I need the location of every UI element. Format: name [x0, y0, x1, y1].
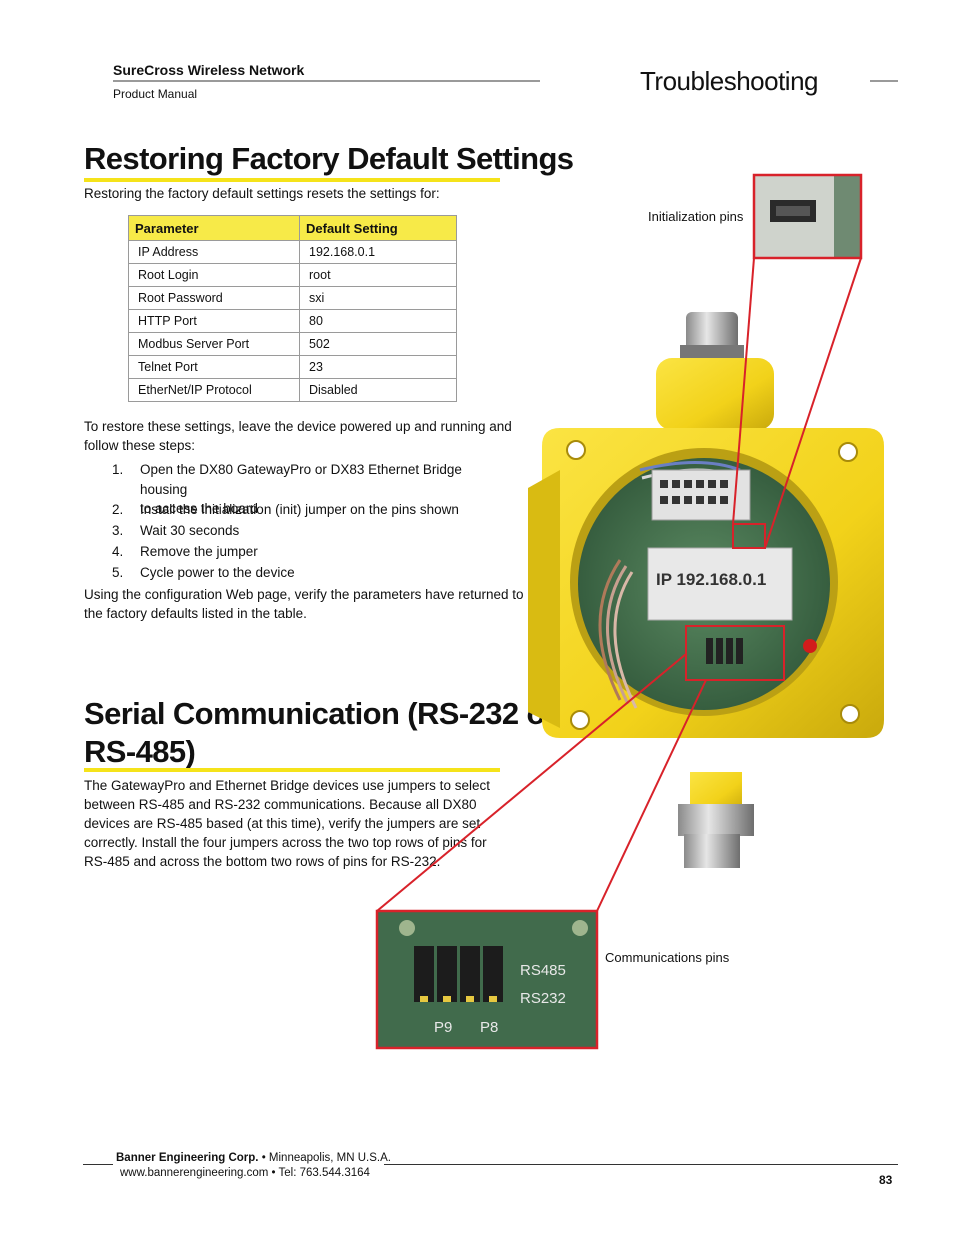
manual-subtitle: Product Manual: [113, 87, 198, 101]
table-cell: HTTP Port: [128, 309, 300, 333]
comm-pins-label: Communications pins: [605, 950, 730, 965]
footer-location: • Minneapolis, MN U.S.A.: [258, 1152, 391, 1164]
list-item: 1. Open the DX80 GatewayPro or DX83 Ethe…: [112, 460, 462, 516]
page-number: 83: [879, 1173, 893, 1187]
step-number: 1.: [112, 462, 124, 477]
list-item: 4. Remove the jumper: [112, 542, 258, 562]
housing-boss-top: [656, 358, 774, 430]
step-number: 5.: [112, 565, 124, 580]
table-header-parameter: Parameter: [128, 215, 300, 241]
section-title: Troubleshooting: [640, 66, 819, 96]
serial-line: The GatewayPro and Ethernet Bridge devic…: [84, 778, 490, 793]
list-item: 5. Cycle power to the device: [112, 563, 295, 583]
step-text-cont: to access the board: [140, 501, 258, 516]
step-text: Cycle power to the device: [140, 565, 295, 580]
heading-underline: [84, 768, 500, 772]
header-rule-right: [870, 80, 898, 82]
heading-underline: [84, 178, 500, 182]
table-cell: EtherNet/IP Protocol: [128, 378, 300, 402]
step-text: Open the DX80 GatewayPro or DX83 Etherne…: [140, 462, 462, 497]
footer-rule: [384, 1164, 898, 1165]
table-header-row: Parameter Default Setting: [128, 215, 457, 241]
ip-label: IP 192.168.0.1: [656, 570, 766, 589]
verify-paragraph-line1: Using the configuration Web page, verify…: [84, 587, 524, 602]
rs232-label: RS232: [520, 990, 566, 1007]
status-led: [803, 639, 817, 653]
mount-hole: [570, 710, 590, 730]
list-item: 2. Install the initialization (init) jum…: [112, 500, 459, 520]
list-item: 3. Wait 30 seconds: [112, 521, 239, 541]
restore-paragraph-line1: To restore these settings, leave the dev…: [84, 419, 512, 434]
header-rule: [113, 80, 540, 82]
serial-line: correctly. Install the four jumpers acro…: [84, 835, 487, 850]
table-cell: 502: [299, 332, 457, 356]
manual-title: SureCross Wireless Network: [113, 62, 305, 78]
footer-company-line: Banner Engineering Corp. • Minneapolis, …: [116, 1152, 391, 1164]
serial-line: RS-485 and across the bottom two rows of…: [84, 854, 441, 869]
table-cell: root: [299, 263, 457, 287]
init-pins-label: Initialization pins: [648, 209, 744, 224]
factory-heading: Restoring Factory Default Settings: [84, 141, 574, 176]
table-header-default: Default Setting: [299, 215, 457, 241]
step-text: Install the initialization (init) jumper…: [140, 502, 459, 517]
step-number: 3.: [112, 523, 124, 538]
comm-callout-small: [685, 625, 785, 681]
p8-label: P8: [480, 1019, 498, 1036]
factory-intro: Restoring the factory default settings r…: [84, 186, 440, 201]
mount-hole: [838, 442, 858, 462]
table-cell: 23: [299, 355, 457, 379]
serial-line: between RS-485 and RS-232 communications…: [84, 797, 477, 812]
serial-heading-line2: RS-485): [84, 734, 196, 769]
table-cell: Telnet Port: [128, 355, 300, 379]
footer-contact: www.bannerengineering.com • Tel: 763.544…: [120, 1167, 370, 1179]
table-cell: Disabled: [299, 378, 457, 402]
mount-hole: [840, 704, 860, 724]
restore-paragraph-line2: follow these steps:: [84, 438, 196, 453]
step-text: Remove the jumper: [140, 544, 258, 559]
rs485-label: RS485: [520, 962, 566, 979]
step-number: 4.: [112, 544, 124, 559]
step-text: Wait 30 seconds: [140, 523, 240, 538]
step-number: 2.: [112, 502, 124, 517]
table-cell: 192.168.0.1: [299, 240, 457, 264]
init-callout-small: [732, 523, 766, 549]
serial-heading-line1: Serial Communication (RS-232 or: [84, 696, 557, 731]
footer-company: Banner Engineering Corp.: [116, 1152, 259, 1164]
bottom-fitting: [678, 804, 754, 836]
table-cell: Root Password: [128, 286, 300, 310]
mount-hole: [566, 440, 586, 460]
serial-line: devices are RS-485 based (at this time),…: [84, 816, 481, 831]
ip-label-plate: [647, 547, 793, 621]
verify-paragraph-line2: the factory defaults listed in the table…: [84, 606, 307, 621]
top-connector: [686, 312, 738, 352]
p9-label: P9: [434, 1019, 452, 1036]
footer-rule: [83, 1164, 113, 1165]
table-cell: 80: [299, 309, 457, 333]
table-cell: Modbus Server Port: [128, 332, 300, 356]
table-cell: Root Login: [128, 263, 300, 287]
table-cell: sxi: [299, 286, 457, 310]
